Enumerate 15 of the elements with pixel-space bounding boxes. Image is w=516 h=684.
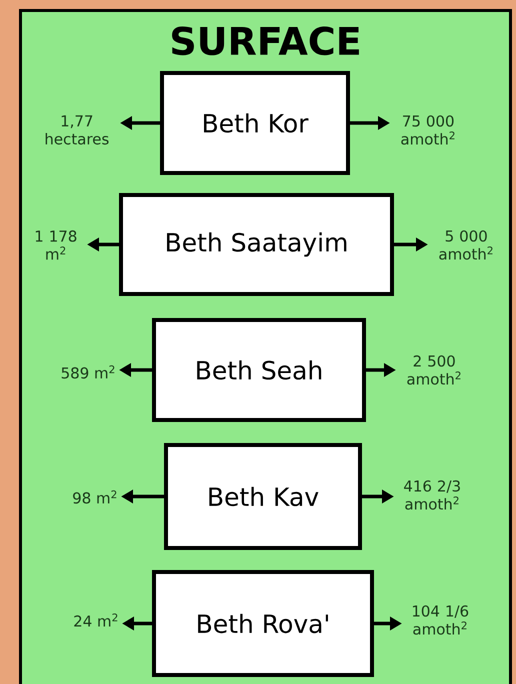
- value-label: 98 m$^{2}$: [73, 490, 116, 504]
- value-label: 75 000 amoth$^{2}$: [401, 115, 454, 145]
- value-label: 104 1/6 amoth$^{2}$: [412, 605, 468, 635]
- unit-box: Beth Kor: [160, 71, 350, 175]
- value-label: 5 000 amoth$^{2}$: [439, 230, 492, 260]
- unit-box: Beth Rova': [152, 570, 374, 677]
- value-label: 1 178 m$^{2}$: [36, 230, 76, 260]
- unit-box: Beth Kav: [164, 443, 362, 550]
- value-label: 2 500 amoth$^{2}$: [407, 355, 460, 385]
- unit-box: Beth Saatayim: [119, 193, 394, 296]
- unit-box: Beth Seah: [152, 318, 366, 422]
- value-label: 1,77 hectares: [46, 115, 109, 145]
- value-label: 24 m$^{2}$: [74, 614, 118, 627]
- value-label: 589 m$^{2}$: [62, 365, 114, 379]
- value-label: 416 2/3 amoth$^{2}$: [404, 480, 460, 510]
